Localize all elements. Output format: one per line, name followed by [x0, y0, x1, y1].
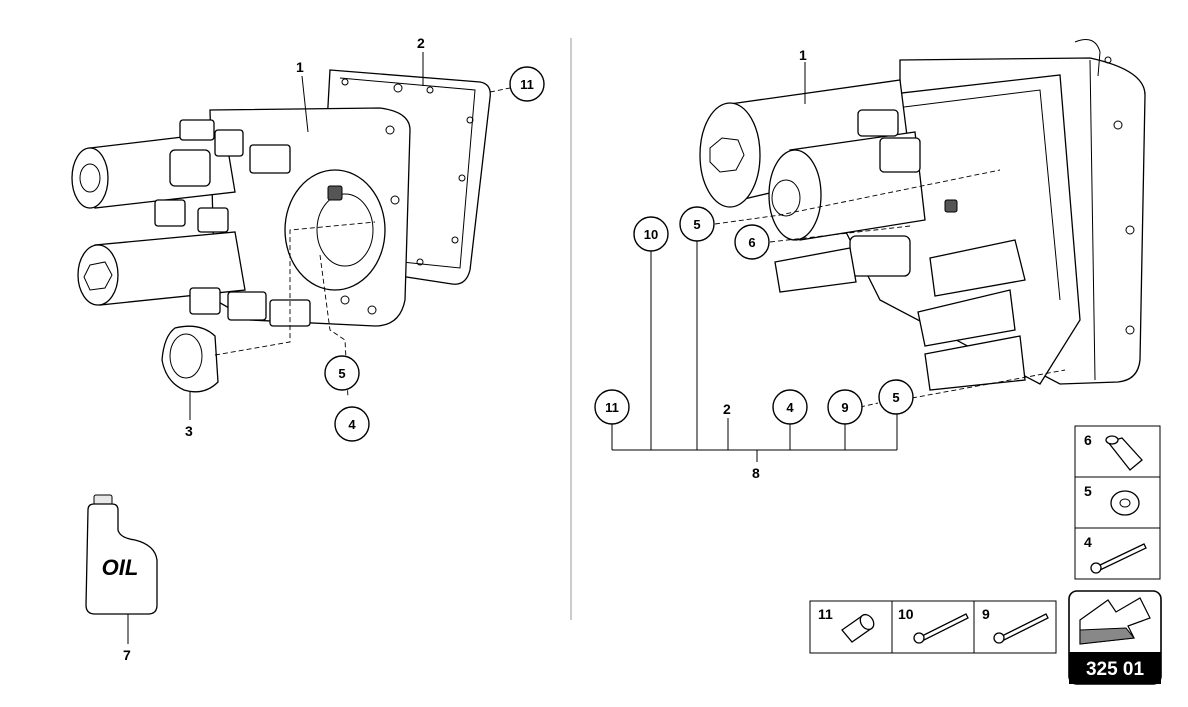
- right-assembly-drawing: [611, 39, 1146, 462]
- bolt-medium-icon: [913, 613, 969, 644]
- legend-label-6: 6: [1084, 432, 1092, 448]
- left-label-2: 2: [417, 35, 425, 51]
- right-label-8: 8: [752, 465, 760, 481]
- svg-text:11: 11: [520, 77, 534, 92]
- legend-label-9: 9: [982, 606, 990, 622]
- right-label-2: 2: [723, 401, 731, 417]
- svg-text:10: 10: [644, 227, 658, 242]
- plug-icon: [1105, 435, 1143, 471]
- svg-text:5: 5: [892, 390, 899, 405]
- bolt-long-icon: [1090, 543, 1147, 574]
- svg-text:5: 5: [338, 366, 345, 381]
- left-callout-4: 4: [334, 406, 370, 442]
- right-callout-4: 4: [772, 389, 808, 425]
- left-label-3: 3: [185, 423, 193, 439]
- legend-label-10: 10: [898, 606, 914, 622]
- dowel-pin-icon: [841, 613, 875, 643]
- left-callout-11: 11: [509, 66, 545, 102]
- bolt-short-icon: [993, 613, 1049, 644]
- right-callout-10: 10: [633, 216, 669, 252]
- arrow-icon: [1079, 597, 1151, 645]
- washer-icon: [1110, 490, 1140, 516]
- page-ref-text: 325 01: [1086, 659, 1145, 680]
- right-callout-5-bottom: 5: [878, 379, 914, 415]
- oil-bottle-icon: OIL: [85, 494, 158, 615]
- legend-label-5: 5: [1084, 483, 1092, 499]
- right-callout-11: 11: [594, 389, 630, 425]
- svg-text:11: 11: [605, 400, 619, 415]
- svg-text:9: 9: [841, 400, 848, 415]
- oil-text: OIL: [102, 555, 139, 580]
- left-label-7: 7: [123, 647, 131, 663]
- svg-text:4: 4: [786, 400, 794, 415]
- left-label-1: 1: [296, 59, 304, 75]
- legend-label-11: 11: [818, 606, 833, 622]
- left-assembly-drawing: [71, 52, 511, 644]
- page-reference-badge: 325 01: [1068, 590, 1162, 685]
- svg-text:6: 6: [748, 235, 755, 250]
- right-callout-5-top: 5: [679, 206, 715, 242]
- right-callout-6: 6: [734, 224, 770, 260]
- right-callout-9: 9: [827, 389, 863, 425]
- right-label-1: 1: [799, 47, 807, 63]
- legend-label-4: 4: [1084, 534, 1092, 550]
- svg-text:5: 5: [693, 217, 700, 232]
- left-callout-5: 5: [324, 355, 360, 391]
- svg-text:4: 4: [348, 417, 356, 432]
